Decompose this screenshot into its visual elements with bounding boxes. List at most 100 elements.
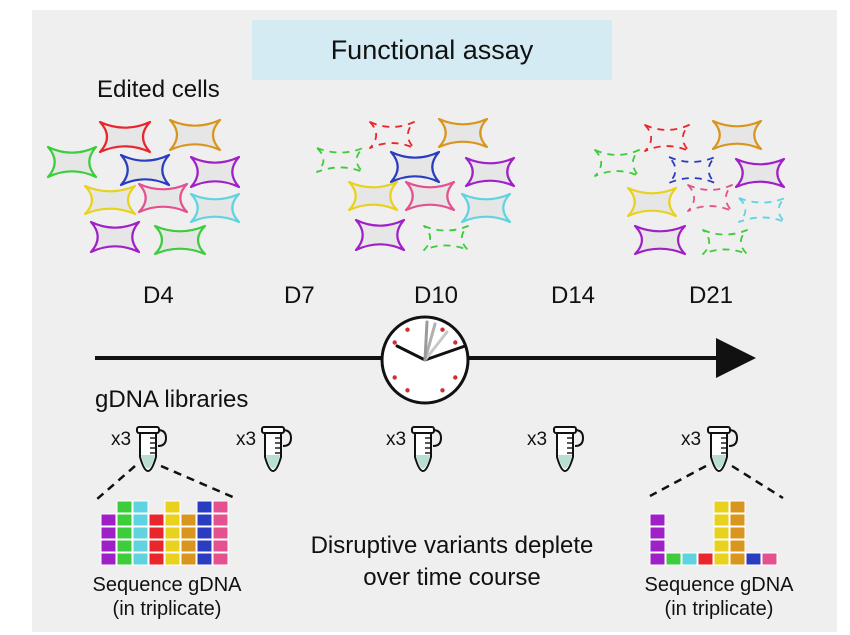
bar-block-green	[116, 513, 133, 527]
cell-pink	[137, 182, 189, 214]
replicate-label-d7: x3	[236, 429, 257, 450]
cell-green	[46, 145, 98, 179]
cell-purple	[354, 218, 406, 252]
tube-icon	[553, 426, 585, 472]
cell-red-disrupted	[644, 124, 690, 152]
bar-block-red	[148, 552, 165, 566]
sequence-caption-line2: (in triplicate)	[112, 598, 222, 620]
bar-block-cyan	[681, 552, 698, 566]
sequence-caption-right: Sequence gDNA (in triplicate)	[630, 573, 808, 621]
cell-purple	[734, 157, 786, 189]
bar-block-orange	[180, 526, 197, 540]
bar-block-pink	[212, 539, 229, 553]
bars-layer	[95, 464, 784, 566]
tube-icon	[411, 426, 443, 472]
bar-block-purple	[649, 539, 666, 553]
sequence-caption-left: Sequence gDNA (in triplicate)	[78, 573, 256, 621]
cell-pink	[404, 180, 456, 212]
bar-block-blue	[745, 552, 762, 566]
bar-block-orange	[729, 526, 746, 540]
bar-block-purple	[100, 539, 117, 553]
sequence-caption-line1: Sequence gDNA	[644, 574, 794, 596]
tube-icon	[707, 426, 739, 472]
cell-red-disrupted	[369, 121, 415, 149]
bar-block-purple	[100, 513, 117, 527]
bar-block-blue	[196, 500, 213, 514]
bar-block-yellow	[713, 500, 730, 514]
timepoint-d7: D7	[284, 282, 315, 309]
bar-block-yellow	[164, 513, 181, 527]
bar-block-cyan	[132, 500, 149, 514]
replicate-label-d4: x3	[111, 429, 132, 450]
cell-yellow	[626, 186, 678, 218]
cell-purple	[464, 156, 516, 188]
cell-green-disrupted	[594, 149, 640, 177]
bar-block-red	[697, 552, 714, 566]
cell-blue	[119, 153, 171, 187]
replicate-label-d21: x3	[681, 429, 702, 450]
bar-block-green	[116, 539, 133, 553]
page-title: Functional assay	[330, 34, 534, 65]
cell-blue	[389, 150, 441, 184]
bar-block-orange	[180, 513, 197, 527]
cell-blue-disrupted	[668, 156, 716, 184]
cell-orange	[168, 118, 222, 152]
replicate-label-d14: x3	[527, 429, 548, 450]
bar-block-blue	[196, 513, 213, 527]
gdna-libraries-label: gDNA libraries	[95, 386, 249, 413]
bar-block-purple	[649, 526, 666, 540]
clock-icon	[380, 315, 470, 405]
bar-block-pink	[212, 513, 229, 527]
cell-green	[153, 224, 207, 256]
cell-orange	[437, 117, 489, 149]
bar-block-yellow	[713, 513, 730, 527]
bar-block-pink	[212, 526, 229, 540]
bar-block-yellow	[713, 552, 730, 566]
bar-block-yellow	[164, 500, 181, 514]
edited-cells-label: Edited cells	[97, 76, 220, 103]
bar-block-yellow	[713, 526, 730, 540]
bar-block-yellow	[164, 552, 181, 566]
cell-yellow	[83, 184, 137, 216]
cell-purple	[189, 155, 241, 189]
timepoint-d21: D21	[689, 282, 734, 309]
cell-green-disrupted	[316, 147, 364, 173]
cell-cyan-disrupted	[738, 197, 786, 223]
bar-block-orange	[729, 552, 746, 566]
bar-block-orange	[180, 552, 197, 566]
tube-icon	[136, 426, 168, 472]
bar-block-pink	[212, 552, 229, 566]
bar-block-purple	[100, 526, 117, 540]
bar-block-green	[116, 552, 133, 566]
depletion-text: Disruptive variants deplete over time co…	[272, 530, 632, 594]
cell-cyan	[189, 192, 241, 224]
bar-block-red	[148, 526, 165, 540]
bar-block-orange	[729, 539, 746, 553]
depletion-text-line1: Disruptive variants deplete	[310, 532, 594, 559]
bar-block-red	[148, 513, 165, 527]
cell-yellow	[347, 180, 399, 212]
bar-block-pink	[761, 552, 778, 566]
depletion-text-line2: over time course	[363, 564, 541, 591]
bar-block-yellow	[713, 539, 730, 553]
bar-block-blue	[196, 552, 213, 566]
bar-block-green	[116, 526, 133, 540]
bar-block-cyan	[132, 539, 149, 553]
bar-block-orange	[729, 500, 746, 514]
timepoint-d14: D14	[551, 282, 596, 309]
tube-icon	[261, 426, 293, 472]
cell-cyan	[460, 192, 512, 224]
bar-block-purple	[649, 552, 666, 566]
cells-layer	[46, 117, 786, 256]
bar-block-yellow	[164, 526, 181, 540]
cell-pink-disrupted	[687, 184, 733, 212]
cell-green-disrupted	[702, 229, 748, 255]
bar-block-pink	[212, 500, 229, 514]
bar-block-yellow	[164, 539, 181, 553]
bar-block-blue	[196, 539, 213, 553]
bar-block-orange	[180, 539, 197, 553]
title-box: Functional assay	[252, 20, 612, 80]
cell-purple	[89, 220, 141, 254]
bar-block-cyan	[132, 552, 149, 566]
bar-block-cyan	[132, 526, 149, 540]
